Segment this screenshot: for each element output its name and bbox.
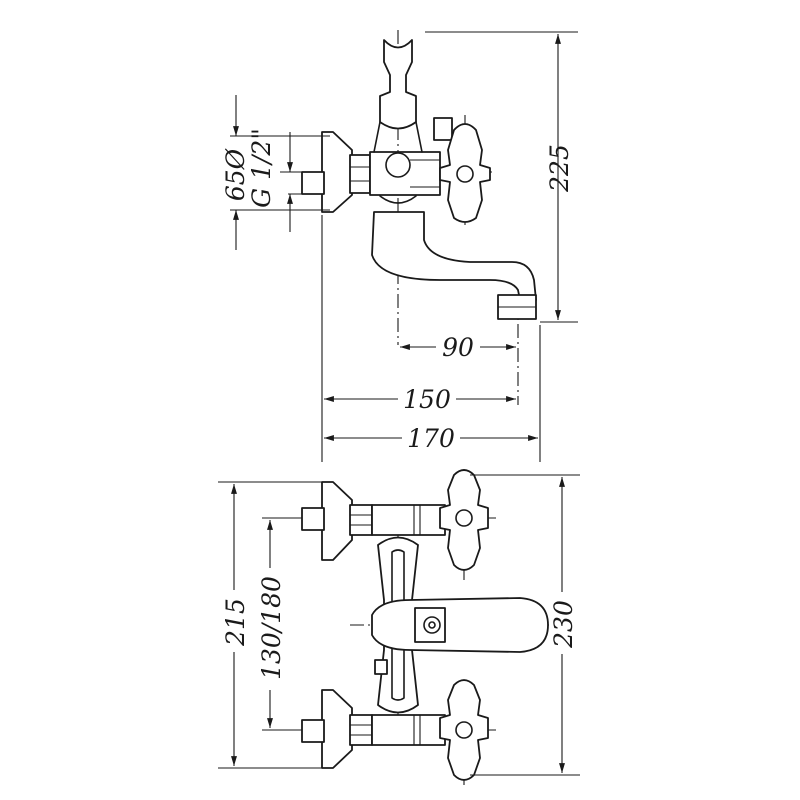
dim-reach-150-label: 150 bbox=[403, 385, 451, 414]
inlet-pipe bbox=[301, 171, 325, 195]
diverter-knob bbox=[374, 659, 388, 675]
dim-depth-170-label: 170 bbox=[407, 424, 455, 453]
dim-215-label: 215 bbox=[221, 598, 250, 647]
upper-nut bbox=[349, 504, 373, 536]
lower-nut bbox=[349, 714, 373, 746]
lower-wall-flange bbox=[321, 689, 353, 769]
upper-wall-flange bbox=[321, 481, 353, 561]
upper-inlet bbox=[301, 507, 325, 531]
dim-reach-90-label: 90 bbox=[442, 333, 474, 362]
upper-cross-handle bbox=[439, 469, 489, 571]
side-view: 225 65Ø G 1/2" 90 150 170 bbox=[221, 30, 578, 462]
dim-centres-label: 130/180 bbox=[257, 576, 286, 680]
dim-230-label: 230 bbox=[549, 600, 578, 649]
dim-diameter-label: 65Ø bbox=[221, 148, 250, 201]
dim-height-label: 225 bbox=[545, 144, 574, 193]
top-view: 215 130/180 230 bbox=[218, 469, 580, 785]
dim-thread-label: G 1/2" bbox=[247, 128, 276, 208]
spout-top bbox=[371, 597, 549, 653]
wall-flange bbox=[321, 131, 353, 213]
lower-cross-handle bbox=[439, 679, 489, 781]
handle-cap bbox=[433, 117, 453, 141]
cross-handle bbox=[439, 123, 491, 223]
shower-holder bbox=[379, 39, 417, 130]
lower-inlet bbox=[301, 719, 325, 743]
valve-body bbox=[369, 151, 441, 196]
spout bbox=[371, 211, 537, 301]
hex-nut bbox=[349, 154, 371, 194]
